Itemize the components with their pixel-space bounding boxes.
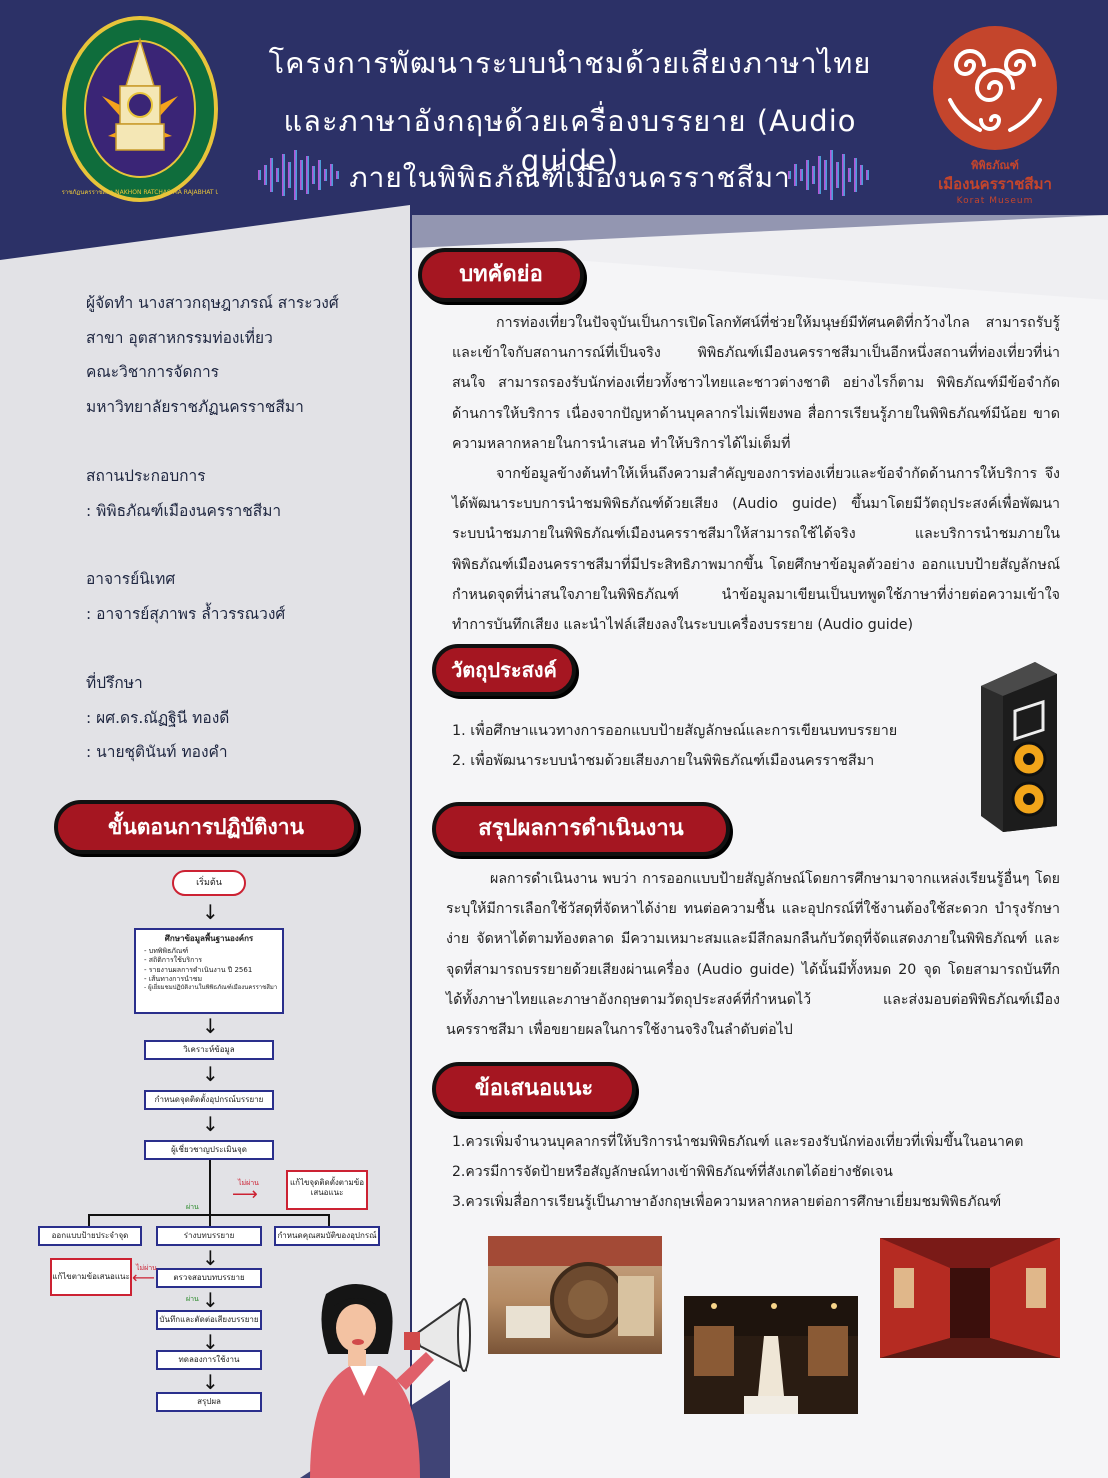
flow-analyze: วิเคราะห์ข้อมูล [144,1040,274,1060]
flow-study-item: - บทพิพิธภัณฑ์ [144,947,189,956]
flow-test: ทดลองการใช้งาน [156,1350,262,1370]
supervisor-label: อาจารย์นิเทศ [86,570,176,588]
museum-logo-line2: เมืองนครราชสีมา [938,175,1052,193]
supervisor-block: อาจารย์นิเทศ : อาจารย์สุภาพร ล้ำวรรณวงศ์ [86,562,285,631]
abstract-text: การท่องเที่ยวในปัจจุบันเป็นการเปิดโลกทัศ… [452,308,1060,640]
flow-start: เริ่มต้น [172,870,246,896]
results-text: ผลการดำเนินงาน พบว่า การออกแบบป้ายสัญลัก… [446,864,1060,1045]
suggestions-list: 1.ควรเพิ่มจำนวนบุคลากรที่ให้บริการนำชมพิ… [452,1127,1023,1217]
flow-branch-drop-right [328,1214,330,1226]
procedure-heading: ขั้นตอนการปฏิบัติงาน [54,800,358,854]
museum-logo: พิพิธภัณฑ์ เมืองนครราชสีมา Korat Museum [920,20,1070,220]
abstract-paragraph: การท่องเที่ยวในปัจจุบันเป็นการเปิดโลกทัศ… [452,315,1060,452]
museum-photo-1-image [488,1236,662,1338]
suggestion-item: 3.ควรเพิ่มสื่อการเรียนรู้เป็นภาษาอังกฤษเ… [452,1194,1002,1210]
advisor-value: : นายชุตินันท์ ทองคำ [86,743,228,761]
flow-fix-suggest: แก้ไขตามข้อเสนอแนะ [50,1258,132,1296]
suggestions-heading: ข้อเสนอแนะ [432,1062,636,1116]
workplace-value: : พิพิธภัณฑ์เมืองนครราชสีมา [86,501,282,520]
flow-record: บันทึกและตัดต่อเสียงบรรยาย [156,1310,262,1330]
objectives-list: 1. เพื่อศึกษาแนวทางการออกแบบป้ายสัญลักษณ… [452,716,897,776]
flow-fail-arrow-icon: ⟶ [232,1184,258,1205]
museum-photo-2-image [684,1296,858,1414]
flow-conclude: สรุปผล [156,1392,262,1412]
objective-item: 2. เพื่อพัฒนาระบบนำชมด้วยเสียงภายในพิพิธ… [452,753,875,769]
speaker-icon [981,662,1057,832]
author-line: ผู้จัดทำ นางสาวกฤษฎาภรณ์ สาระวงศ์ [86,294,339,312]
advisors-label: ที่ปรึกษา [86,674,143,692]
title-line-1: โครงการพัฒนาระบบนำชมด้วยเสียงภาษาไทย [268,46,872,80]
author-line: สาขา อุตสาหกรรมท่องเที่ยว [86,328,273,347]
title-line-2: และภาษาอังกฤษด้วยเครื่องบรรยาย (Audio gu… [283,104,857,178]
flow-branch-drop-center [209,1214,211,1226]
flow-draft-script: ร่างบทบรรยาย [156,1226,262,1246]
title-line-3: ภายในพิพิธภัณฑ์เมืองนครราชสีมา [349,161,791,194]
flow-define-specs: กำหนดคุณสมบัติของอุปกรณ์ [274,1226,380,1246]
museum-photo-2 [684,1296,858,1414]
flow-fail-label-2: ไม่ผ่าน [136,1264,157,1272]
museum-photo-3-image [880,1238,1060,1358]
author-block: ผู้จัดทำ นางสาวกฤษฎาภรณ์ สาระวงศ์ สาขา อ… [86,286,339,424]
flow-study-item: - ผู้เยี่ยมชมปฏิบัติงานในพิพิธภัณฑ์เมือง… [144,983,278,991]
advisors-block: ที่ปรึกษา : ผศ.ดร.ณัฏฐินี ทองดี : นายชุต… [86,666,229,770]
flow-arrow-icon: ↓ [202,1370,219,1394]
suggestion-item: 2.ควรมีการจัดป้ายหรือสัญลักษณ์ทางเข้าพิพ… [452,1164,893,1180]
museum-logo-line1: พิพิธภัณฑ์ [971,159,1019,172]
woman-megaphone-icon [310,1284,471,1478]
flow-arrow-icon: ↓ [202,1112,219,1136]
flow-branch-drop-left [88,1214,90,1226]
flow-arrow-icon: ↓ [202,900,219,924]
flow-fail-label: ไม่ผ่าน [238,1179,259,1187]
flow-arrow-icon: ↓ [202,1246,219,1270]
workplace-label: สถานประกอบการ [86,467,206,485]
author-line: มหาวิทยาลัยราชภัฏนครราชสีมา [86,397,304,416]
flow-arrow-icon: ↓ [202,1014,219,1038]
flow-study: ศึกษาข้อมูลพื้นฐานองค์กร - บทพิพิธภัณฑ์ … [134,928,284,1014]
sound-wave-right-icon [788,150,869,200]
sound-wave-left-icon [258,150,339,200]
university-logo-text: มหาวิทยาลัยราชภัฏนครราชสีมา NAKHON RATCH… [62,188,218,196]
flow-study-item: - สถิติการใช้บริการ [144,956,203,965]
flow-pass-label: ผ่าน [186,1203,199,1211]
supervisor-value: : อาจารย์สุภาพร ล้ำวรรณวงศ์ [86,604,286,623]
flow-define-points: กำหนดจุดติดตั้งอุปกรณ์บรรยาย [144,1090,274,1110]
museum-photo-3 [880,1238,1060,1358]
abstract-paragraph: จากข้อมูลข้างต้นทำให้เห็นถึงความสำคัญของ… [452,466,1060,634]
museum-spiral-icon [933,26,1057,150]
flow-arrow-icon: ↓ [202,1062,219,1086]
abstract-heading: บทคัดย่อ [418,248,584,302]
flow-check-script: ตรวจสอบบทบรรยาย [156,1268,262,1288]
flow-pass-label-2: ผ่าน [186,1295,199,1303]
flow-fail-arrow-left-icon: ⟵ [132,1268,155,1287]
flow-study-item: - เส้นทางการนำชม [144,974,203,983]
author-line: คณะวิชาการจัดการ [86,363,219,381]
museum-logo-line3: Korat Museum [956,196,1034,206]
flow-arrow-icon: ↓ [202,1288,219,1312]
flow-review-points: ผู้เชี่ยวชาญประเมินจุด [144,1140,274,1160]
flow-review-line [209,1160,211,1214]
flow-fix-points: แก้ไขจุดติดตั้งตามข้อเสนอแนะ [286,1170,368,1210]
flow-study-item: - รายงานผลการดำเนินงาน ปี 2561 [144,965,253,974]
flow-study-title: ศึกษาข้อมูลพื้นฐานองค์กร [164,934,254,943]
objectives-heading: วัตถุประสงค์ [432,644,576,696]
flow-design-signs: ออกแบบป้ายประจำจุด [38,1226,142,1246]
suggestion-item: 1.ควรเพิ่มจำนวนบุคลากรที่ให้บริการนำชมพิ… [452,1134,1024,1150]
flow-arrow-icon: ↓ [202,1330,219,1354]
museum-photo-1 [488,1236,662,1354]
workplace-block: สถานประกอบการ : พิพิธภัณฑ์เมืองนครราชสีม… [86,459,281,528]
university-logo: มหาวิทยาลัยราชภัฏนครราชสีมา NAKHON RATCH… [62,16,218,202]
results-heading: สรุปผลการดำเนินงาน [432,802,730,856]
advisor-value: : ผศ.ดร.ณัฏฐินี ทองดี [86,708,230,727]
objective-item: 1. เพื่อศึกษาแนวทางการออกแบบป้ายสัญลักษณ… [452,723,898,739]
results-paragraph: ผลการดำเนินงาน พบว่า การออกแบบป้ายสัญลัก… [446,871,1060,1039]
